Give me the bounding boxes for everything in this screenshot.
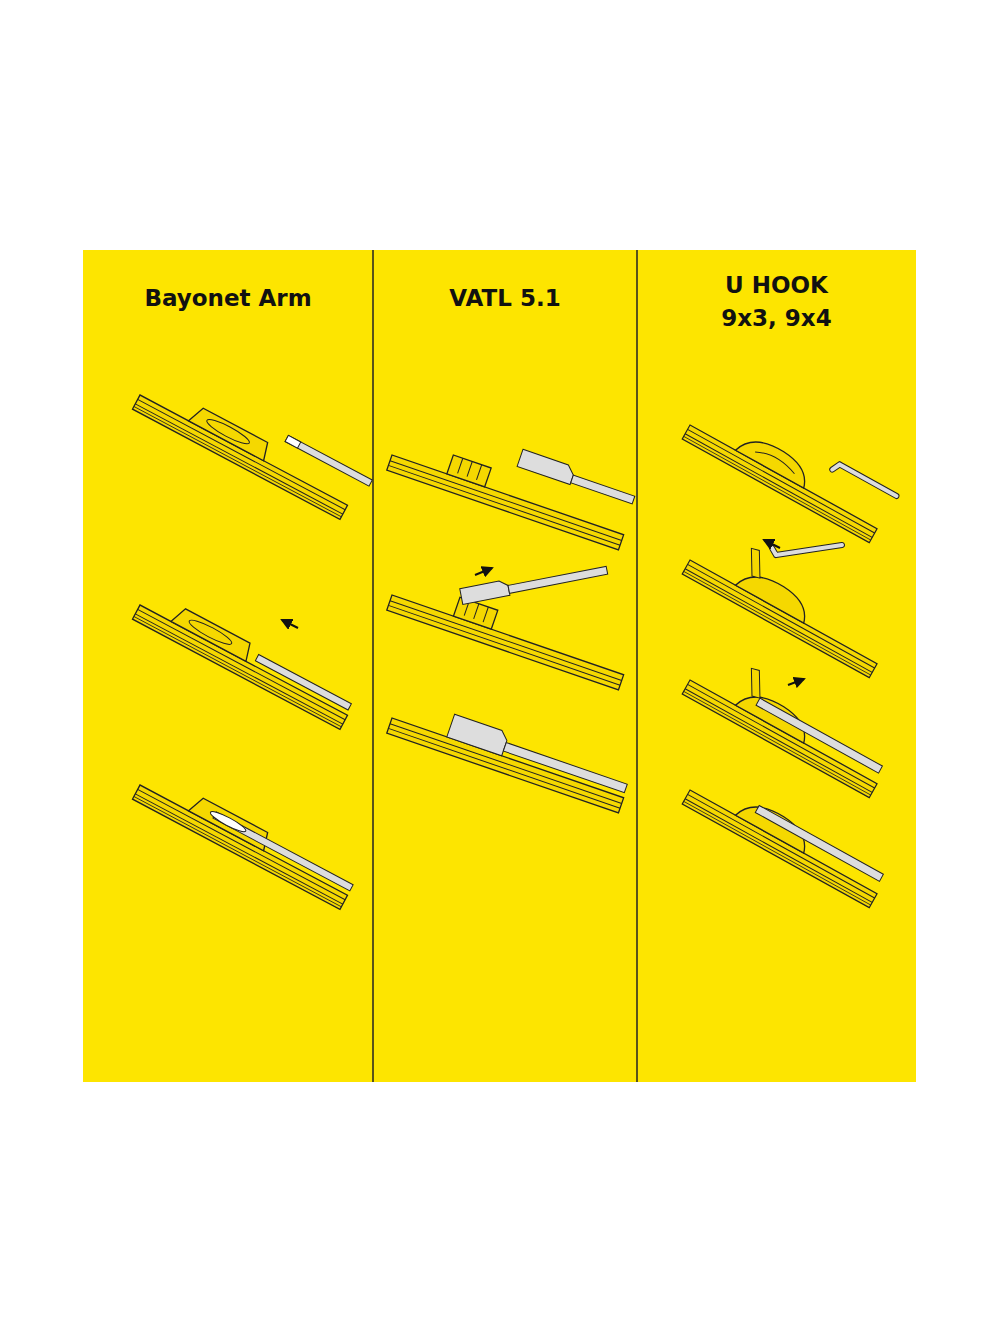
column-band: Bayonet Arm bbox=[83, 250, 373, 1082]
column-heading: U HOOK 9x3, 9x4 bbox=[707, 269, 847, 335]
column-band: U HOOK 9x3, 9x4 bbox=[637, 250, 916, 1082]
column-heading: Bayonet Arm bbox=[93, 282, 363, 315]
column-heading: VATL 5.1 bbox=[380, 282, 630, 315]
column-band: VATL 5.1 bbox=[373, 250, 637, 1082]
